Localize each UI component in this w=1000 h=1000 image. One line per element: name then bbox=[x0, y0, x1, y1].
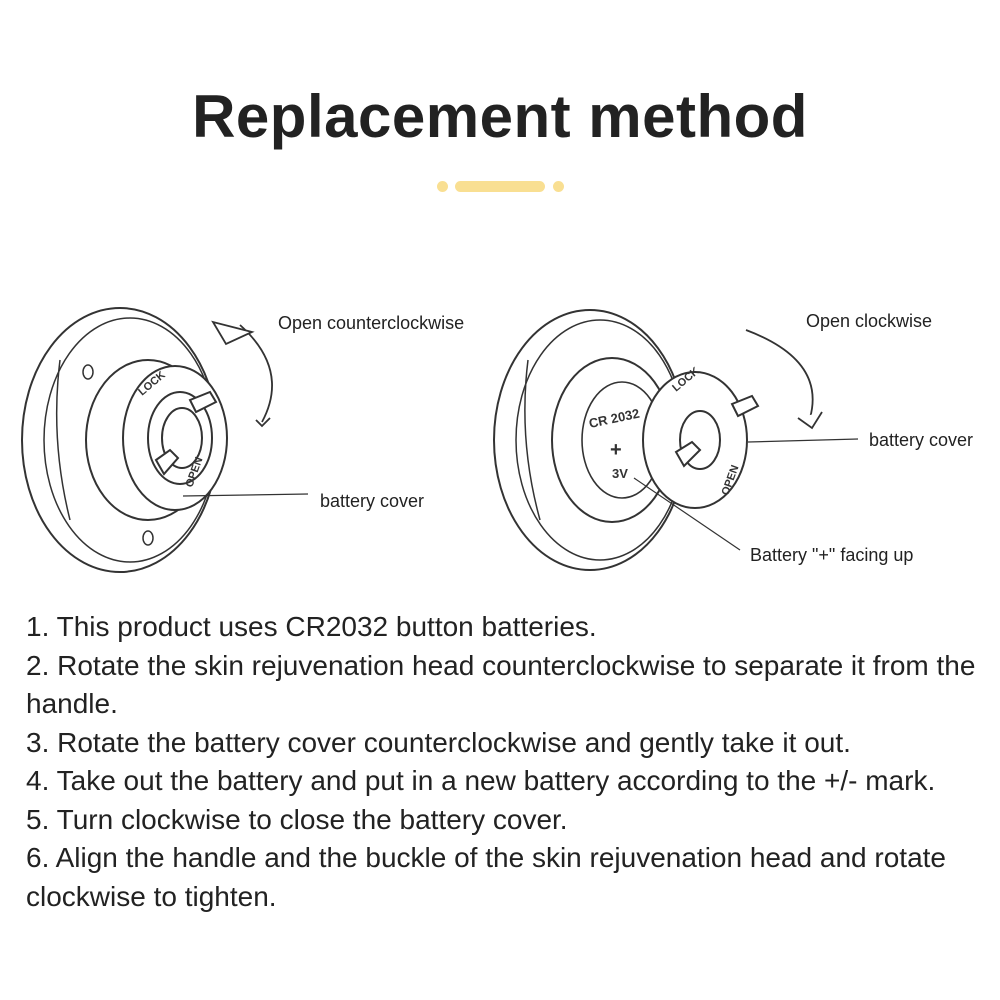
instruction-steps: 1. This product uses CR2032 button batte… bbox=[26, 608, 976, 916]
battery-replacement-diagram: LOCK OPEN Open counterclockwise battery … bbox=[21, 307, 973, 573]
step-item: 1. This product uses CR2032 button batte… bbox=[26, 611, 597, 642]
left-device-illustration bbox=[21, 307, 309, 573]
step-item: 6. Align the handle and the buckle of th… bbox=[26, 842, 947, 912]
accent-bar bbox=[455, 181, 545, 192]
accent-dot-right bbox=[553, 181, 564, 192]
battery-voltage-text: 3V bbox=[612, 466, 628, 481]
battery-orientation-label: Battery "+" facing up bbox=[750, 545, 913, 565]
step-item: 5. Turn clockwise to close the battery c… bbox=[26, 803, 568, 835]
battery-plus-sign: + bbox=[610, 439, 622, 461]
step-item: 2. Rotate the skin rejuvenation head cou… bbox=[26, 649, 976, 720]
right-cover-label: battery cover bbox=[869, 430, 973, 450]
left-cover-label: battery cover bbox=[320, 491, 424, 511]
right-device-illustration bbox=[493, 309, 859, 571]
left-arrow-label: Open counterclockwise bbox=[278, 313, 464, 333]
title-accent-divider bbox=[0, 180, 1000, 194]
step-item: 4. Take out the battery and put in a new… bbox=[26, 765, 936, 796]
step-item: 3. Rotate the battery cover counterclock… bbox=[26, 726, 851, 758]
right-arrow-label: Open clockwise bbox=[806, 311, 932, 331]
accent-dot-left bbox=[437, 181, 448, 192]
page-title: Replacement method bbox=[192, 83, 808, 150]
